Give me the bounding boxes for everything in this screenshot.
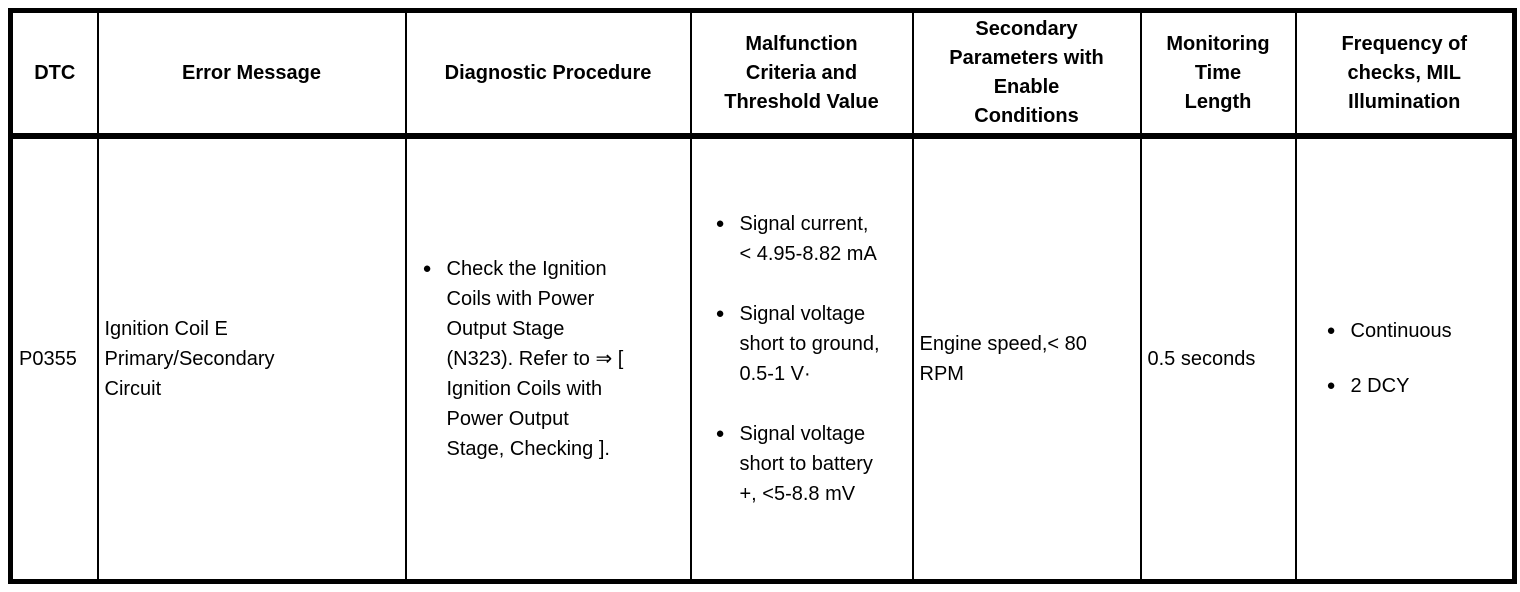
cell-dtc: P0355 <box>9 135 99 582</box>
cell-secondary-parameters: Engine speed,< 80 RPM <box>911 135 1142 582</box>
secondary-parameters-text: Engine speed,< 80 RPM <box>919 332 1087 385</box>
bullet-icon: ● <box>715 424 725 442</box>
col-header-error-message-label: Error Message <box>182 61 321 84</box>
table-row: P0355 Ignition Coil E Primary/Secondary … <box>9 135 1516 582</box>
frequency-text: Continuous <box>1350 320 1452 343</box>
list-item: ● Signal voltage short to battery +, <5-… <box>716 419 912 509</box>
error-message-text: Ignition Coil E Primary/Secondary Circui… <box>104 317 275 400</box>
bullet-icon: ● <box>1326 322 1336 340</box>
bullet-icon: ● <box>715 214 725 232</box>
dtc-code: P0355 <box>19 347 77 370</box>
bullet-icon: ● <box>422 259 432 277</box>
col-header-monitoring-time-label: Monitoring Time Length <box>1166 32 1270 113</box>
cell-diagnostic-procedure: ● Check the Ignition Coils with Power Ou… <box>404 135 692 582</box>
malfunction-criteria-text: Signal current, < 4.95-8.82 mA <box>739 212 877 265</box>
list-item: ● 2 DCY <box>1327 371 1513 401</box>
cell-monitoring-time: 0.5 seconds <box>1139 135 1297 582</box>
frequency-text: 2 DCY <box>1350 375 1410 398</box>
malfunction-criteria-text: Signal voltage short to ground, 0.5-1 V· <box>739 302 880 385</box>
bullet-icon: ● <box>715 304 725 322</box>
list-item: ● Signal voltage short to ground, 0.5-1 … <box>716 299 912 389</box>
col-header-monitoring-time: Monitoring Time Length <box>1139 9 1297 139</box>
col-header-malfunction-criteria: Malfunction Criteria and Threshold Value <box>689 9 914 139</box>
cell-frequency: ● Continuous ● 2 DCY <box>1294 135 1516 582</box>
frequency-list: ● Continuous ● 2 DCY <box>1297 316 1513 401</box>
dtc-table: DTC Error Message Diagnostic Procedure M… <box>8 8 1517 584</box>
list-item: ● Signal current, < 4.95-8.82 mA <box>716 209 912 269</box>
header-row: DTC Error Message Diagnostic Procedure M… <box>9 9 1516 139</box>
col-header-secondary-parameters: Secondary Parameters with Enable Conditi… <box>911 9 1142 139</box>
monitoring-time-text: 0.5 seconds <box>1147 347 1256 370</box>
cell-malfunction-criteria: ● Signal current, < 4.95-8.82 mA ● Signa… <box>689 135 914 582</box>
col-header-frequency-label: Frequency of checks, MIL Illumination <box>1341 32 1468 113</box>
col-header-dtc: DTC <box>9 9 99 139</box>
col-header-malfunction-criteria-label: Malfunction Criteria and Threshold Value <box>724 32 879 113</box>
cell-error-message: Ignition Coil E Primary/Secondary Circui… <box>96 135 407 582</box>
list-item: ● Check the Ignition Coils with Power Ou… <box>423 254 690 464</box>
col-header-diagnostic-procedure-label: Diagnostic Procedure <box>444 61 652 84</box>
col-header-diagnostic-procedure: Diagnostic Procedure <box>404 9 692 139</box>
diagnostic-procedure-list: ● Check the Ignition Coils with Power Ou… <box>407 254 690 464</box>
diagnostic-procedure-text: Check the Ignition Coils with Power Outp… <box>446 257 624 460</box>
malfunction-criteria-list: ● Signal current, < 4.95-8.82 mA ● Signa… <box>692 209 912 509</box>
col-header-secondary-parameters-label: Secondary Parameters with Enable Conditi… <box>949 18 1104 127</box>
col-header-error-message: Error Message <box>96 9 407 139</box>
col-header-dtc-label: DTC <box>34 61 76 84</box>
list-item: ● Continuous <box>1327 316 1513 346</box>
col-header-frequency: Frequency of checks, MIL Illumination <box>1294 9 1516 139</box>
malfunction-criteria-text: Signal voltage short to battery +, <5-8.… <box>739 422 873 505</box>
bullet-icon: ● <box>1326 377 1336 395</box>
